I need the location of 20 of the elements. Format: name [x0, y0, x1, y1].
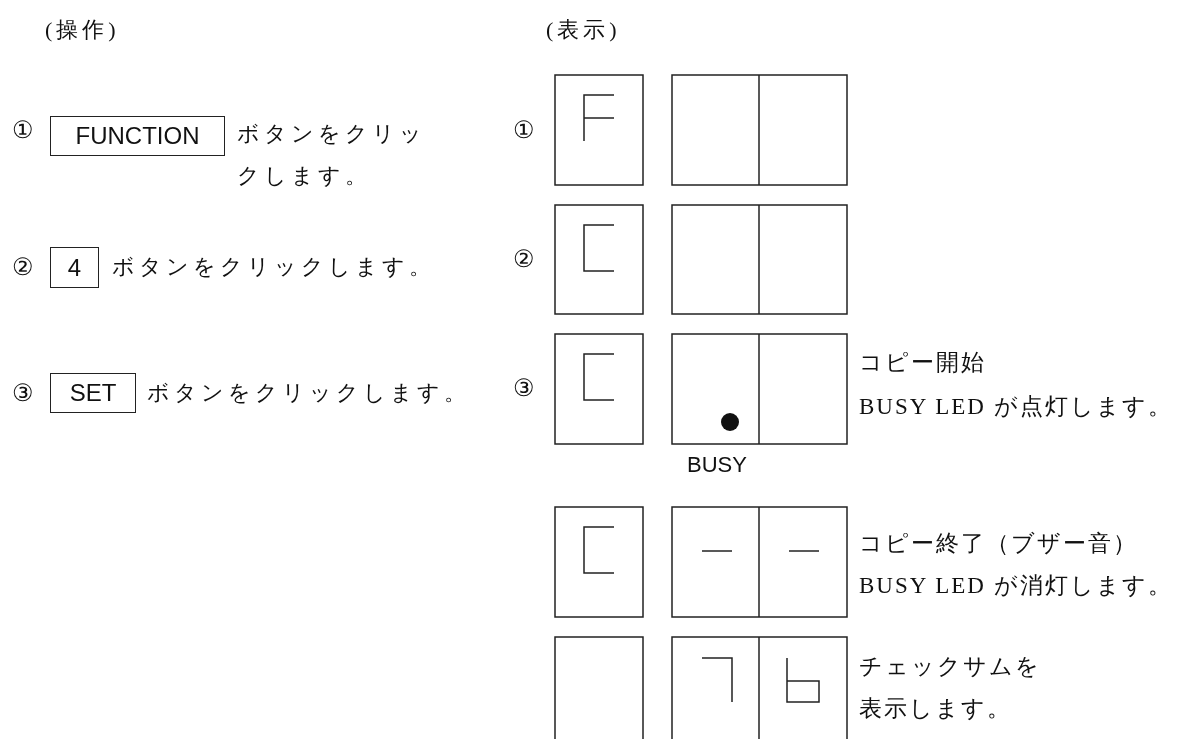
key-label: FUNCTION: [50, 116, 225, 156]
instruction-text: ボタンをクリックします。: [237, 120, 427, 190]
instruction-text: チェックサムを表示します。: [859, 653, 1042, 723]
step-number: ②: [12, 253, 34, 282]
step-number: ③: [513, 374, 535, 403]
instruction-text: (表示): [546, 16, 621, 44]
instruction-text: (操作): [45, 16, 120, 44]
step-number: ①: [12, 116, 34, 145]
instruction-text: BUSY LED が消灯します。: [859, 572, 1173, 600]
step-number: ②: [513, 245, 535, 274]
step-number: ①: [513, 116, 535, 145]
key-label: SET: [50, 373, 136, 413]
instruction-text: ボタンをクリックします。: [147, 379, 470, 407]
step-number: ③: [12, 379, 34, 408]
instruction-text: ボタンをクリックします。: [112, 253, 435, 281]
key-label: 4: [50, 247, 99, 288]
instruction-text: コピー終了（ブザー音）: [859, 530, 1138, 558]
instruction-text: BUSY LED が点灯します。: [859, 393, 1173, 421]
led-label: BUSY: [687, 451, 747, 479]
instruction-text: コピー開始: [859, 349, 986, 377]
